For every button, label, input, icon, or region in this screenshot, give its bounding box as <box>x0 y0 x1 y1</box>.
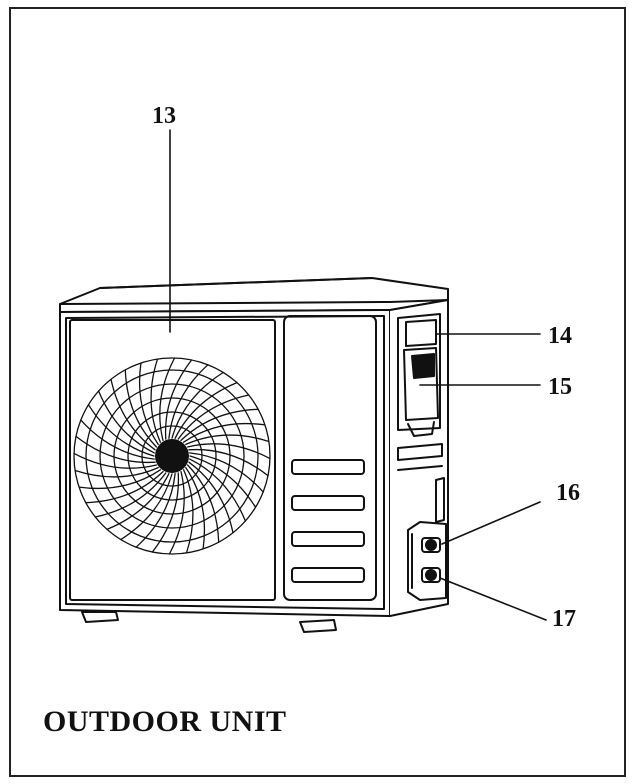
fan-grille-spoke <box>87 404 155 457</box>
fan-grille-spoke <box>106 473 170 531</box>
unit-top-cover <box>59 277 449 313</box>
fan-grille-spoke <box>164 359 193 440</box>
fan-hub <box>155 439 189 473</box>
service-panel <box>283 315 377 601</box>
fan-grille-spoke <box>159 357 176 442</box>
fan-grille-spoke <box>188 461 234 534</box>
fan-grille-spoke <box>124 369 158 448</box>
fan-grille-spoke <box>180 408 259 442</box>
fan-grille-spoke <box>97 390 155 454</box>
fan-grille-spoke <box>177 394 250 440</box>
unit-feet <box>81 611 337 633</box>
fan-grille-spoke <box>185 434 270 446</box>
fan-grille-spoke <box>168 364 209 439</box>
fan-grille-spoke <box>80 419 155 460</box>
fan-grille-spoke <box>186 464 220 543</box>
fan-grille-spoke <box>110 378 156 451</box>
fan-grille-spoke <box>135 473 176 548</box>
leader-lines <box>169 129 547 621</box>
fan-grille-spoke <box>151 472 180 553</box>
fan-grille-spoke <box>171 371 224 439</box>
figure-caption: OUTDOOR UNIT <box>43 705 287 738</box>
fan-grille-spoke <box>189 452 264 493</box>
fan-grille-spoke <box>120 473 173 541</box>
callout-15: 15 <box>548 374 572 400</box>
callout-14: 14 <box>548 323 572 349</box>
fan-grille-spoke <box>150 358 162 443</box>
callout-16: 16 <box>556 480 580 506</box>
fan-grille <box>73 357 271 555</box>
leader-16 <box>441 501 541 545</box>
fan-grille-spoke <box>85 470 164 504</box>
fan-grille-spoke <box>174 381 238 439</box>
leader-17 <box>439 577 547 621</box>
fan-grille-spoke <box>189 458 247 522</box>
fan-grille-spoke <box>185 466 206 550</box>
fan-grille-spoke <box>73 452 158 469</box>
fan-grille-spoke <box>182 469 194 554</box>
service-valves <box>407 521 447 601</box>
fan-grille-spoke <box>75 435 156 464</box>
fan-grille-spoke <box>186 443 271 460</box>
fan-grille-spoke <box>94 472 167 518</box>
fan-grille-spoke <box>189 455 257 508</box>
fan-grille-spoke <box>188 448 269 477</box>
right-side-panel <box>397 313 445 523</box>
fan-grille-spoke <box>78 469 162 490</box>
fan-grille-panel <box>69 319 276 601</box>
fan-grille-spoke <box>138 362 159 446</box>
fan-grille-spoke <box>168 470 185 555</box>
callout-13: 13 <box>152 103 176 129</box>
fan-grille-spoke <box>74 466 159 478</box>
callout-17: 17 <box>552 606 576 632</box>
fan-grille-spoke <box>182 422 266 443</box>
